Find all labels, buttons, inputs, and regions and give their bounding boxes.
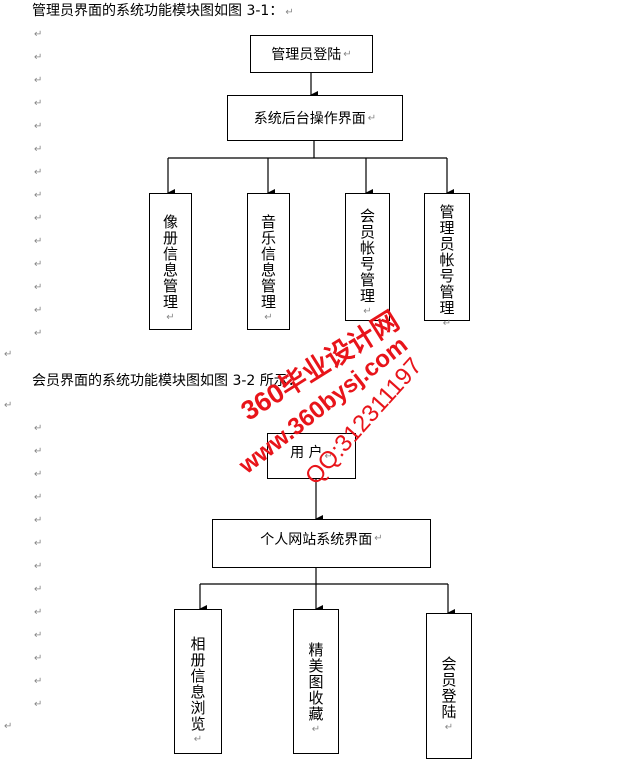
module-admin-account-management: 管理员帐号管理↵ [424, 193, 470, 329]
box-label: 个人网站系统界面 [260, 531, 373, 548]
personal-site-interface-box: 个人网站系统界面↵ [212, 519, 431, 568]
paragraph-mark-icon: ↵ [34, 676, 43, 687]
paragraph-mark-icon: ↵ [34, 607, 43, 618]
paragraph-mark-icon: ↵ [343, 48, 352, 60]
paragraph-mark-icon: ↵ [34, 282, 43, 293]
paragraph-mark-icon: ↵ [34, 259, 43, 270]
paragraph-mark-icon: ↵ [367, 112, 377, 124]
module-label: 音乐信息管理↵ [248, 214, 289, 326]
module-label: 精美图收藏↵ [294, 642, 338, 738]
paragraph-mark-icon: ↵ [34, 469, 43, 480]
paragraph-mark-icon: ↵ [4, 349, 13, 360]
heading-figure-3-1: 管理员界面的系统功能模块图如图 3-1：↵ [32, 2, 294, 22]
paragraph-mark-icon: ↵ [34, 236, 43, 247]
admin-login-box: 管理员登陆↵ [250, 35, 373, 73]
paragraph-mark-icon: ↵ [34, 492, 43, 503]
box-label: 管理员登陆 [271, 47, 342, 63]
module-label: 会员登陆↵ [427, 656, 471, 736]
heading-figure-3-2: 会员界面的系统功能模块图如图 3-2 所示： [32, 372, 302, 390]
module-member-login: 会员登陆↵ [426, 613, 472, 759]
paragraph-mark-icon: ↵ [311, 724, 321, 735]
module-member-account-management: 会员帐号管理↵ [345, 193, 390, 321]
paragraph-mark-icon: ↵ [34, 190, 43, 201]
paragraph-mark-icon: ↵ [34, 305, 43, 316]
paragraph-mark-icon: ↵ [34, 98, 43, 109]
module-album-browse: 相册信息浏览↵ [174, 609, 222, 754]
paragraph-mark-icon: ↵ [34, 213, 43, 224]
module-label: 像册信息管理↵ [150, 214, 191, 326]
heading-text: 管理员界面的系统功能模块图如图 3-1： [32, 3, 284, 19]
paragraph-mark-icon: ↵ [4, 400, 13, 411]
paragraph-mark-icon: ↵ [34, 561, 43, 572]
module-label: 会员帐号管理↵ [346, 208, 389, 320]
heading-text: 会员界面的系统功能模块图如图 3-2 所示： [32, 373, 302, 389]
paragraph-mark-icon: ↵ [34, 52, 43, 63]
paragraph-mark-icon: ↵ [442, 318, 452, 329]
module-album-management: 像册信息管理↵ [149, 193, 192, 330]
paragraph-mark-icon: ↵ [34, 584, 43, 595]
paragraph-mark-icon: ↵ [34, 29, 43, 40]
paragraph-mark-icon: ↵ [34, 630, 43, 641]
module-music-management: 音乐信息管理↵ [247, 193, 290, 330]
module-label: 相册信息浏览↵ [175, 636, 221, 748]
paragraph-mark-icon: ↵ [34, 75, 43, 86]
module-image-collection: 精美图收藏↵ [293, 609, 339, 754]
box-label: 用 户 [290, 445, 323, 461]
paragraph-mark-icon: ↵ [34, 328, 43, 339]
paragraph-mark-icon: ↵ [34, 446, 43, 457]
paragraph-mark-icon: ↵ [34, 699, 43, 710]
paragraph-mark-icon: ↵ [363, 306, 372, 317]
paragraph-mark-icon: ↵ [34, 515, 43, 526]
box-label: 系统后台操作界面 [253, 111, 366, 127]
module-label: 管理员帐号管理↵ [425, 204, 469, 332]
paragraph-mark-icon: ↵ [444, 722, 454, 733]
paragraph-mark-icon: ↵ [4, 721, 13, 732]
paragraph-mark-icon: ↵ [34, 144, 43, 155]
backend-interface-box: 系统后台操作界面↵ [227, 95, 403, 141]
paragraph-mark-icon: ↵ [285, 7, 294, 18]
paragraph-mark-icon: ↵ [34, 653, 43, 664]
user-box: 用 户↵ [267, 433, 356, 479]
paragraph-mark-icon: ↵ [34, 423, 43, 434]
paragraph-mark-icon: ↵ [34, 538, 43, 549]
paragraph-mark-icon: ↵ [324, 450, 333, 462]
paragraph-mark-icon: ↵ [166, 312, 175, 323]
paragraph-mark-icon: ↵ [34, 121, 43, 132]
paragraph-mark-icon: ↵ [264, 312, 273, 323]
paragraph-mark-icon: ↵ [193, 734, 203, 745]
paragraph-mark-icon: ↵ [374, 533, 383, 544]
paragraph-mark-icon: ↵ [34, 167, 43, 178]
